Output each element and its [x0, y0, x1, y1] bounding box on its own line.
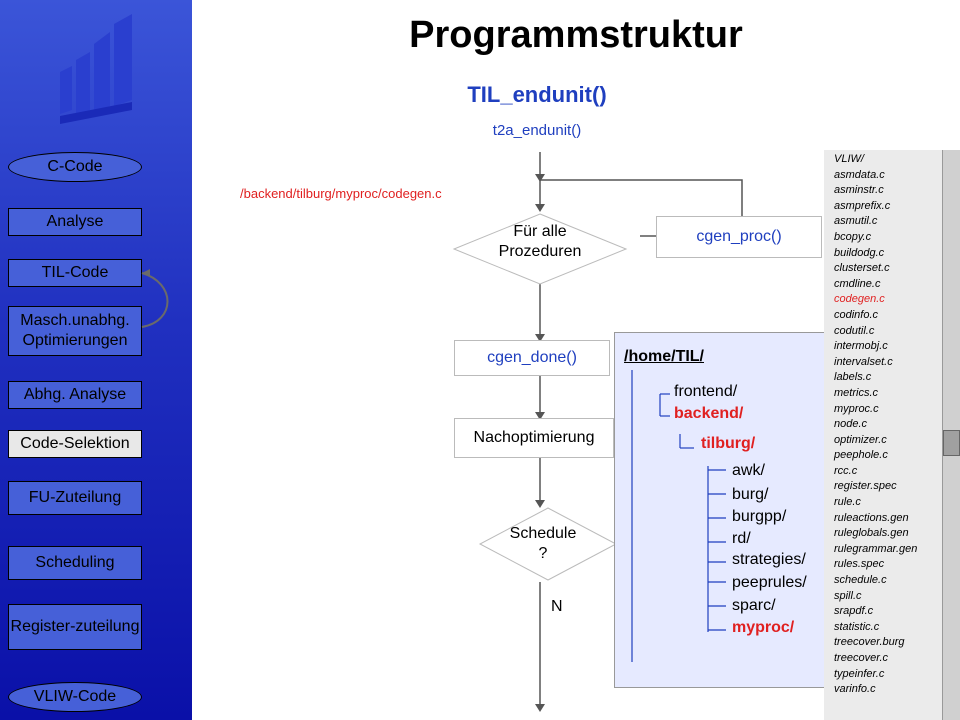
file-item[interactable]: asmutil.c — [834, 215, 878, 228]
nachoptimierung-box[interactable]: Nachoptimierung — [454, 418, 614, 458]
tree-burgpp[interactable]: burgpp/ — [732, 508, 787, 525]
file-item[interactable]: bcopy.c — [834, 230, 872, 243]
sidebar-fu-zuteilung[interactable]: FU-Zuteilung — [8, 481, 142, 515]
decision-fuer-alle-line1: Für alle — [513, 223, 567, 240]
tree-root[interactable]: /home/TIL/ — [624, 348, 704, 365]
decision-fuer-alle-text: Für alle Prozeduren — [452, 222, 628, 262]
sidebar-til-code[interactable]: TIL-Code — [8, 259, 142, 287]
file-item[interactable]: node.c — [834, 418, 868, 431]
tree-sparc[interactable]: sparc/ — [732, 597, 776, 614]
file-item[interactable]: intermobj.c — [834, 340, 888, 353]
file-item[interactable]: codinfo.c — [834, 308, 879, 321]
file-item[interactable]: intervalset.c — [834, 355, 893, 368]
file-item[interactable]: rule.c — [834, 496, 861, 509]
file-item[interactable]: spill.c — [834, 589, 862, 602]
sidebar-code-selektion[interactable]: Code-Selektion — [8, 430, 142, 458]
sidebar-vliw-code[interactable]: VLIW-Code — [8, 682, 142, 712]
file-item[interactable]: rules.spec — [834, 558, 885, 571]
tree-strategies[interactable]: strategies/ — [732, 551, 806, 568]
sidebar-scheduling[interactable]: Scheduling — [8, 546, 142, 580]
decision-fuer-alle-line2: Prozeduren — [498, 243, 582, 260]
file-item[interactable]: rulegrammar.gen — [834, 542, 918, 555]
sidebar-c-code[interactable]: C-Code — [8, 152, 142, 182]
university-logo-icon — [60, 14, 132, 124]
cgen-done-box[interactable]: cgen_done() — [454, 340, 610, 376]
tree-awk[interactable]: awk/ — [732, 462, 765, 479]
file-item[interactable]: schedule.c — [834, 574, 887, 587]
file-item[interactable]: buildodg.c — [834, 246, 885, 259]
file-item[interactable]: codutil.c — [834, 324, 875, 337]
tree-rd[interactable]: rd/ — [732, 530, 751, 547]
decision-schedule-line2: ? — [538, 545, 548, 562]
scrollbar-thumb[interactable] — [943, 430, 960, 456]
sidebar: C-Code Analyse TIL-Code Masch.unabhg. Op… — [0, 0, 192, 720]
file-item[interactable]: treecover.burg — [834, 636, 905, 649]
file-item[interactable]: register.spec — [834, 480, 897, 493]
file-item[interactable]: labels.c — [834, 371, 872, 384]
sidebar-masch-unabhg[interactable]: Masch.unabhg. Optimierungen — [8, 306, 142, 356]
sidebar-analyse[interactable]: Analyse — [8, 208, 142, 236]
file-item[interactable]: treecover.c — [834, 652, 889, 664]
decision-schedule — [478, 507, 618, 581]
page-title: Programmstruktur — [409, 14, 743, 56]
cgen-proc-box[interactable]: cgen_proc() — [656, 216, 822, 258]
directory-tree-panel — [614, 332, 826, 688]
function-subtitle: t2a_endunit() — [492, 122, 582, 139]
function-title: TIL_endunit() — [467, 82, 607, 107]
file-item[interactable]: myproc.c — [834, 402, 879, 415]
tree-tilburg[interactable]: tilburg/ — [701, 435, 756, 452]
file-item[interactable]: statistic.c — [834, 620, 880, 633]
loop-arrow-icon — [141, 269, 169, 328]
file-item[interactable]: codegen.c — [834, 293, 885, 306]
tree-peeprules[interactable]: peeprules/ — [732, 574, 807, 591]
flow-connectors — [535, 152, 743, 712]
file-item[interactable]: cmdline.c — [834, 277, 881, 290]
file-item[interactable]: optimizer.c — [834, 433, 887, 446]
file-item[interactable]: asminstr.c — [834, 184, 884, 197]
tree-lines — [631, 370, 726, 662]
sidebar-register-zuteilung[interactable]: Register-zuteilung — [8, 604, 142, 650]
file-item[interactable]: VLIW/ — [834, 153, 864, 165]
file-item[interactable]: rcc.c — [834, 464, 858, 477]
file-item[interactable]: typeinfer.c — [834, 667, 885, 680]
file-item[interactable]: varinfo.c — [834, 683, 876, 696]
file-item[interactable]: srapdf.c — [834, 605, 874, 618]
file-item[interactable]: ruleglobals.gen — [834, 527, 909, 540]
tree-backend[interactable]: backend/ — [674, 405, 744, 422]
tree-burg[interactable]: burg/ — [732, 486, 769, 503]
tree-frontend[interactable]: frontend/ — [674, 383, 738, 400]
decision-schedule-text: Schedule ? — [478, 524, 608, 564]
file-item[interactable]: ruleactions.gen — [834, 511, 909, 524]
file-item[interactable]: metrics.c — [834, 386, 878, 399]
file-item[interactable]: asmprefix.c — [834, 199, 891, 212]
file-item[interactable]: clusterset.c — [834, 262, 890, 275]
file-list: VLIW/ asmdata.c asminstr.c asmprefix.c a… — [834, 152, 944, 698]
no-branch-label: N — [551, 598, 563, 615]
decision-fuer-alle — [452, 213, 628, 285]
sidebar-abhg-analyse[interactable]: Abhg. Analyse — [8, 381, 142, 409]
tree-myproc[interactable]: myproc/ — [732, 619, 795, 636]
source-path-label: /backend/tilburg/myproc/codegen.c — [240, 186, 442, 201]
file-item[interactable]: peephole.c — [834, 449, 888, 462]
file-list-panel — [824, 150, 942, 720]
file-item[interactable]: asmdata.c — [834, 168, 885, 181]
decision-schedule-line1: Schedule — [509, 525, 577, 542]
